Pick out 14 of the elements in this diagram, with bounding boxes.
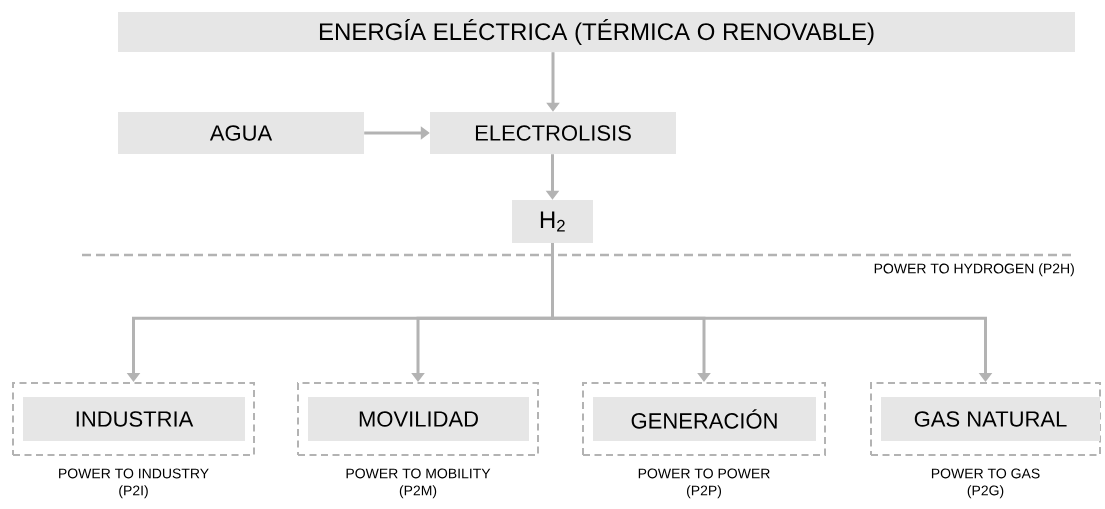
process-box: INDUSTRIA (23, 397, 245, 441)
node-caption: POWER TO GAS (P2G) (931, 468, 1040, 499)
process-box: MOVILIDAD (308, 397, 529, 441)
process-box: ELECTROLISIS (430, 112, 676, 154)
arrow (551, 243, 993, 382)
process-box: GAS NATURAL (881, 397, 1100, 441)
section-label: POWER TO HYDROGEN (P2H) (874, 263, 1074, 277)
process-box: GENERACIÓN (593, 397, 816, 441)
process-box: AGUA (118, 112, 364, 154)
node-caption: POWER TO POWER (P2P) (638, 468, 770, 499)
node-caption: POWER TO MOBILITY (P2M) (346, 468, 491, 499)
process-box: H$_{2}$ (512, 200, 593, 243)
node-caption: POWER TO INDUSTRY (P2I) (59, 468, 209, 499)
heading-box: ENERGÍA ELÉCTRICA (TÉRMICA O RENOVABLE) (118, 12, 1075, 52)
